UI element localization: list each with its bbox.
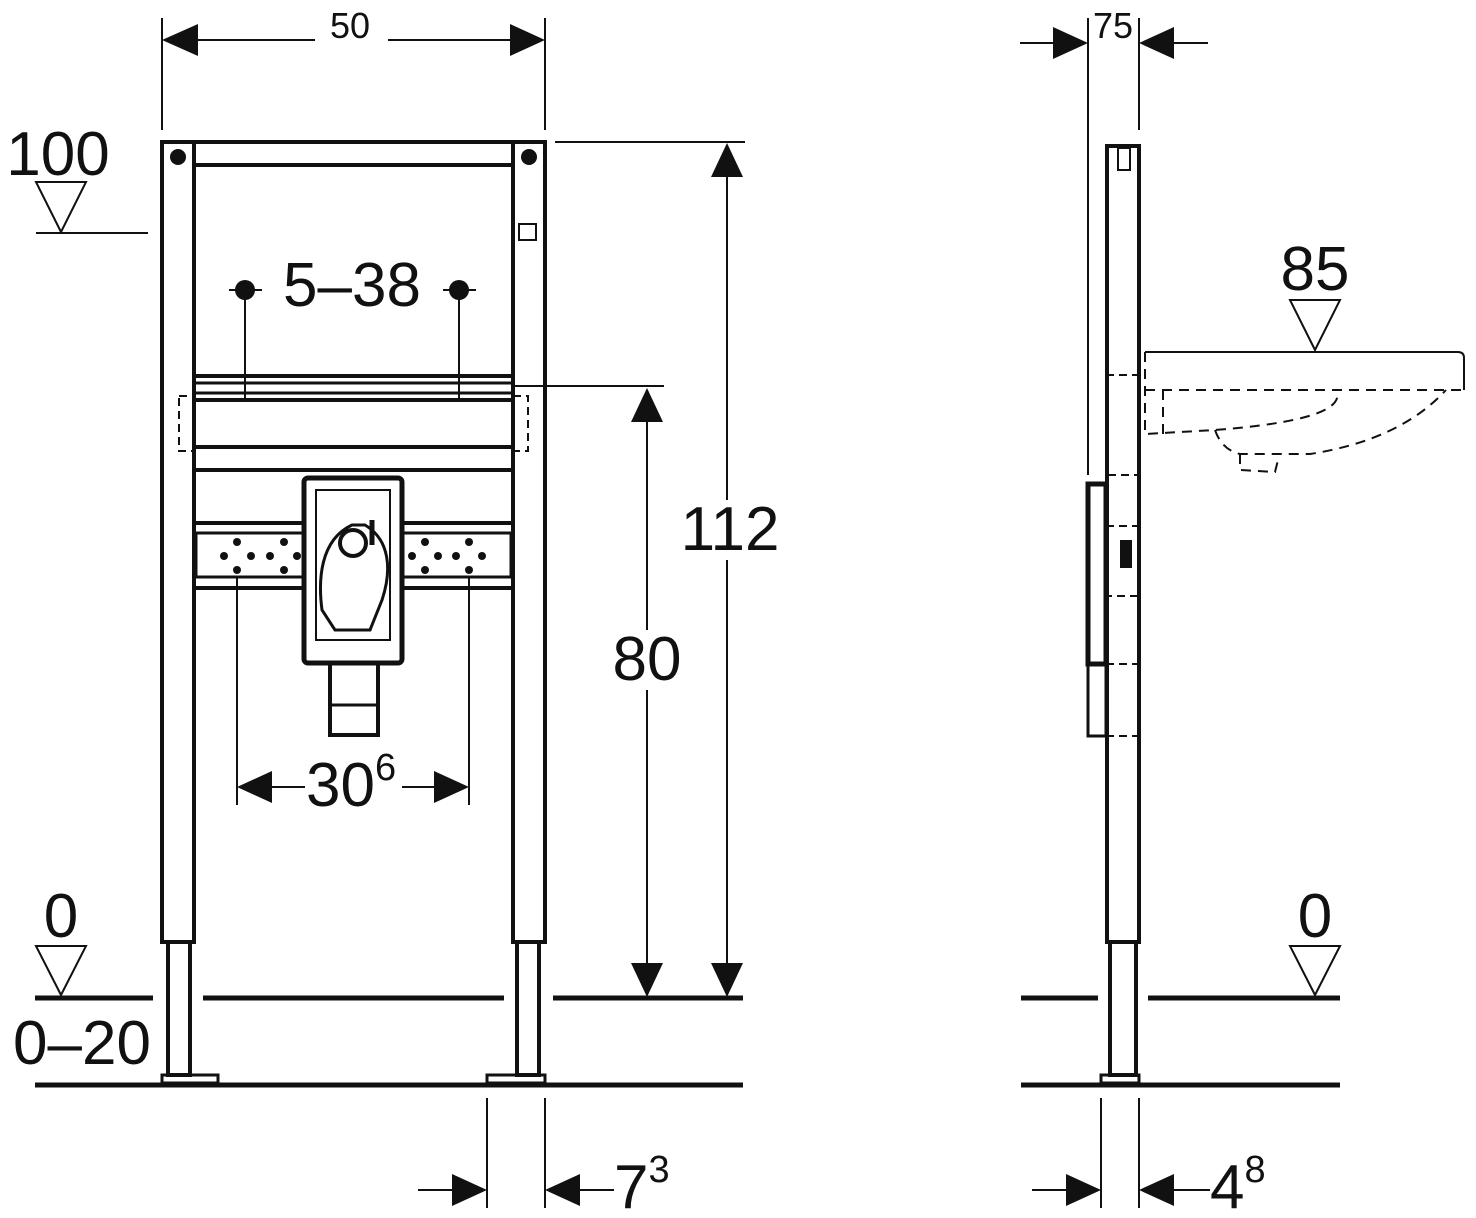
dimension-width: 50 (161, 5, 546, 130)
width-label: 50 (330, 5, 370, 46)
dimension-hole-spacing: 5–38 (229, 251, 476, 402)
front-view: 50 100 (6, 5, 779, 1218)
side-floor-level-label: 0 (1298, 882, 1332, 951)
rail-height-label: 80 (613, 625, 682, 694)
total-height-label: 112 (681, 495, 780, 564)
side-view: 75 85 0 (1020, 5, 1465, 1218)
basin-level-label: 85 (1281, 235, 1350, 304)
top-level-label: 100 (6, 120, 109, 189)
foot-width-label: 73 (614, 1149, 670, 1218)
basin-outline: 85 (1144, 235, 1465, 474)
dimension-foot-depth: 48 (1032, 1098, 1266, 1218)
floor-level-label: 0 (44, 882, 78, 951)
level-marker-100: 100 (6, 120, 148, 235)
perforation-pattern (220, 538, 486, 574)
drain-spacing-label: 306 (306, 747, 396, 820)
dimension-drain-spacing: 306 (236, 578, 470, 820)
dimension-total-height: 112 (555, 141, 780, 997)
dimension-rail-height: 80 (513, 385, 682, 997)
floor-adjust-label: 0–20 (13, 1009, 151, 1078)
side-floor-levels: 0 (1021, 882, 1342, 1088)
dimension-depth: 75 (1020, 5, 1208, 475)
side-frame (1085, 144, 1141, 1085)
dimension-foot-width: 73 (418, 1098, 670, 1218)
hole-spacing-label: 5–38 (283, 251, 421, 320)
depth-label: 75 (1093, 5, 1133, 46)
floor-levels: 0 0–20 (13, 882, 743, 1088)
foot-depth-label: 48 (1210, 1149, 1266, 1218)
